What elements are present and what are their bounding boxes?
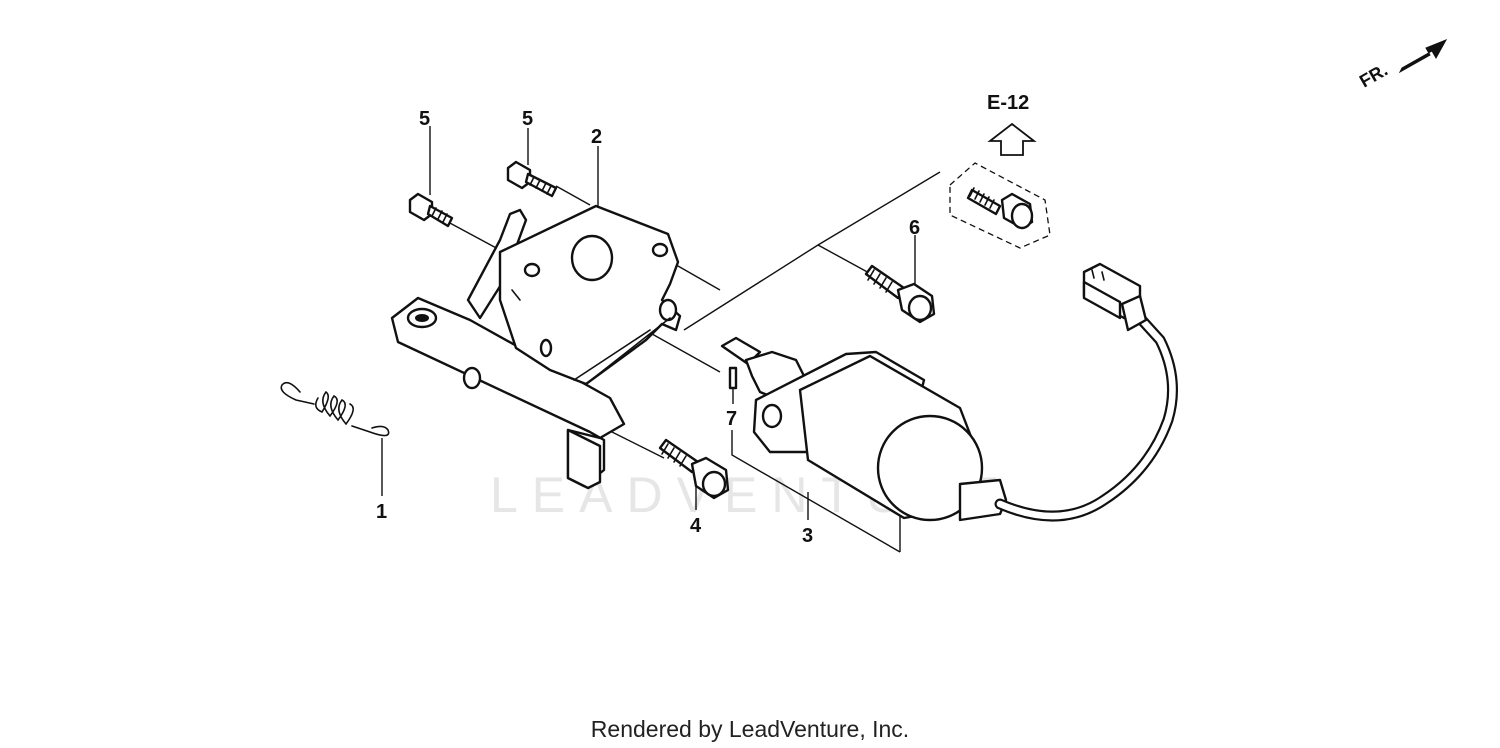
up-arrow-icon (987, 122, 1037, 156)
front-label: FR. (1356, 60, 1391, 92)
callouts: 1 2 3 4 5 5 6 7 (376, 108, 920, 547)
reference-label: E-12 (987, 92, 1029, 114)
return-spring (280, 381, 390, 437)
callout-1: 1 (376, 501, 387, 523)
solenoid-wire-harness (994, 262, 1178, 522)
front-arrow-icon (1398, 39, 1448, 74)
callout-5-right: 5 (522, 108, 533, 130)
screw-upper-left (408, 192, 454, 228)
flange-bolt-upper (864, 264, 936, 324)
callout-7: 7 (726, 408, 737, 430)
solenoid (720, 336, 1008, 522)
spring-pin (728, 366, 738, 390)
reference-bolt (966, 187, 1034, 230)
screw-upper-right (506, 160, 558, 198)
callout-5-left: 5 (419, 108, 430, 130)
callout-4: 4 (690, 515, 702, 537)
reference-bolt-group (949, 162, 1051, 249)
callout-6: 6 (909, 217, 920, 239)
wire-connector (1082, 262, 1148, 332)
callout-3: 3 (802, 525, 813, 547)
footer-credit: Rendered by LeadVenture, Inc. (591, 716, 909, 742)
flange-bolt-lower (658, 438, 730, 500)
front-direction-indicator: FR. (1356, 39, 1448, 92)
bracket-assembly (390, 204, 682, 490)
callout-2: 2 (591, 126, 602, 148)
reference-indicator: E-12 (987, 92, 1037, 156)
